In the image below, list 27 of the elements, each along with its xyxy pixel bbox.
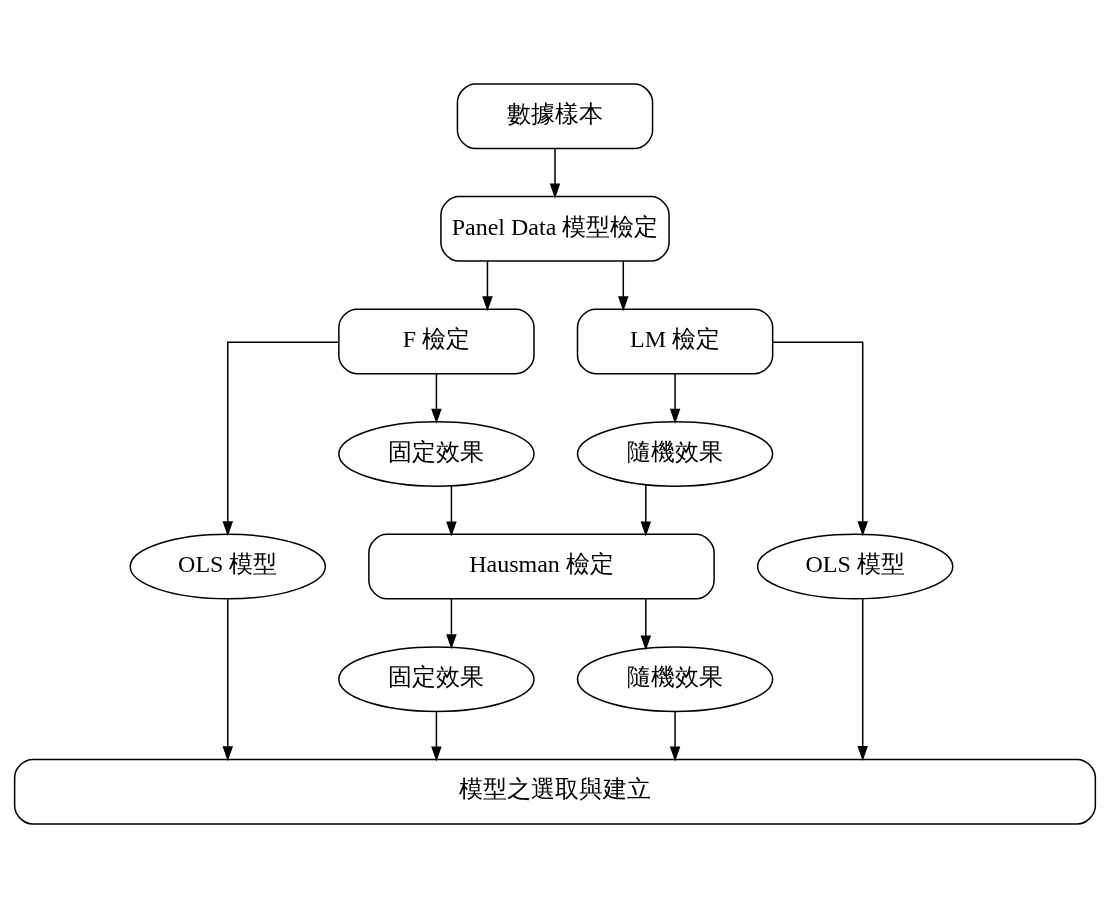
node-ellipse: 隨機效果 [576, 645, 774, 712]
arrow [669, 372, 681, 424]
arrow [482, 260, 493, 311]
arrow [222, 598, 234, 761]
node-ellipse: OLS 模型 [756, 533, 954, 600]
node-ellipse: 固定效果 [338, 645, 535, 712]
arrow [640, 597, 652, 650]
node-box: Panel Data 模型檢定 [440, 195, 670, 262]
node-ellipse: OLS 模型 [129, 533, 327, 600]
arrow [446, 597, 457, 649]
arrow [549, 147, 561, 199]
arrow [772, 340, 868, 536]
arrow [431, 372, 442, 424]
node-box: Hausman 檢定 [368, 533, 715, 600]
node-box: LM 檢定 [576, 307, 774, 374]
arrow [857, 597, 868, 761]
arrow [669, 710, 681, 761]
arrow [618, 260, 629, 311]
arrow [446, 484, 457, 536]
node-ellipse: 固定效果 [338, 420, 535, 487]
arrow [640, 484, 652, 536]
arrow [222, 340, 340, 536]
node-ellipse: 隨機效果 [576, 420, 774, 487]
arrow [431, 710, 442, 761]
node-box: 模型之選取與建立 [13, 758, 1097, 825]
node-box: 數據樣本 [456, 82, 654, 149]
node-box: F 檢定 [338, 307, 535, 374]
